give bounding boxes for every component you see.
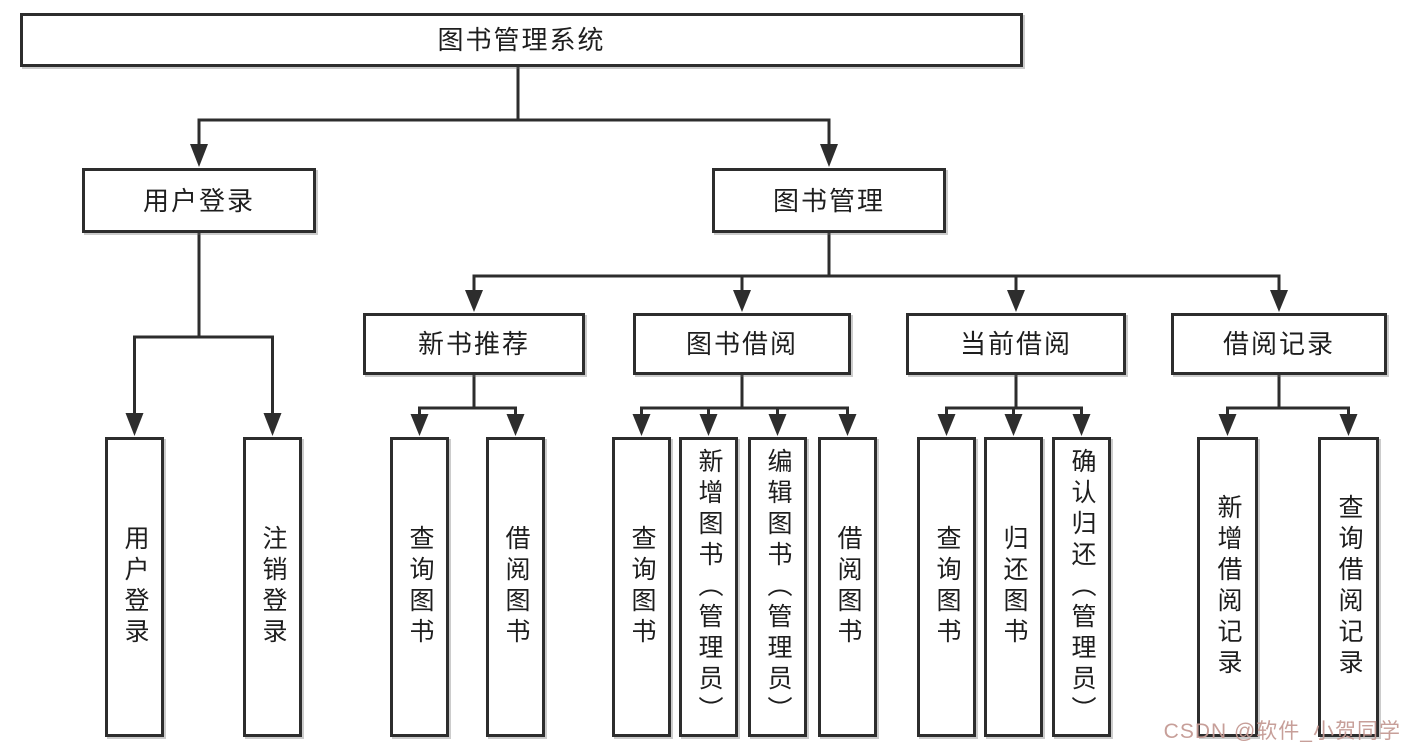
node-label: 编辑图书（管理员）: [764, 447, 792, 727]
csdn-watermark: CSDN @软件_小贺同学: [1163, 720, 1401, 743]
node-current-borrow: 当前借阅: [906, 313, 1126, 375]
node-label: 归还图书: [1000, 525, 1028, 649]
leaf-borrow-borrow-books: 借阅图书: [818, 437, 877, 737]
node-book-borrow: 图书借阅: [633, 313, 851, 375]
node-user-login: 用户登录: [82, 168, 316, 233]
leaf-records-query-record: 查询借阅记录: [1318, 437, 1379, 737]
node-label: 图书借阅: [685, 329, 798, 359]
leaf-user-login: 用户登录: [105, 437, 164, 737]
node-borrow-records: 借阅记录: [1171, 313, 1387, 375]
node-label: 借阅图书: [502, 525, 530, 649]
node-label: 确认归还（管理员）: [1068, 447, 1096, 727]
leaf-borrow-edit-books-admin: 编辑图书（管理员）: [748, 437, 807, 737]
node-label: 新增借阅记录: [1214, 494, 1242, 680]
node-label: 新书推荐: [417, 329, 530, 359]
node-label: 注销登录: [259, 525, 287, 649]
leaf-newbooks-query-books: 查询图书: [390, 437, 449, 737]
node-book-management: 图书管理: [712, 168, 946, 233]
node-label: 当前借阅: [959, 329, 1072, 359]
node-label: 图书管理系统: [437, 25, 606, 55]
node-label: 借阅记录: [1222, 329, 1335, 359]
node-label: 查询借阅记录: [1335, 494, 1363, 680]
node-label: 查询图书: [933, 525, 961, 649]
leaf-records-add-record: 新增借阅记录: [1197, 437, 1258, 737]
node-label: 用户登录: [121, 525, 149, 649]
node-label: 查询图书: [406, 525, 434, 649]
leaf-current-return-books: 归还图书: [984, 437, 1043, 737]
node-label: 查询图书: [628, 525, 656, 649]
leaf-logout: 注销登录: [243, 437, 302, 737]
leaf-current-confirm-return-admin: 确认归还（管理员）: [1052, 437, 1111, 737]
node-label: 新增图书（管理员）: [695, 447, 723, 727]
node-library-system: 图书管理系统: [20, 13, 1023, 67]
leaf-newbooks-borrow-books: 借阅图书: [486, 437, 545, 737]
leaf-borrow-add-books-admin: 新增图书（管理员）: [679, 437, 738, 737]
node-new-book-recommend: 新书推荐: [363, 313, 585, 375]
node-label: 借阅图书: [834, 525, 862, 649]
node-label: 用户登录: [142, 185, 255, 216]
node-label: 图书管理: [772, 185, 885, 216]
leaf-current-query-books: 查询图书: [917, 437, 976, 737]
leaf-borrow-query-books: 查询图书: [612, 437, 671, 737]
